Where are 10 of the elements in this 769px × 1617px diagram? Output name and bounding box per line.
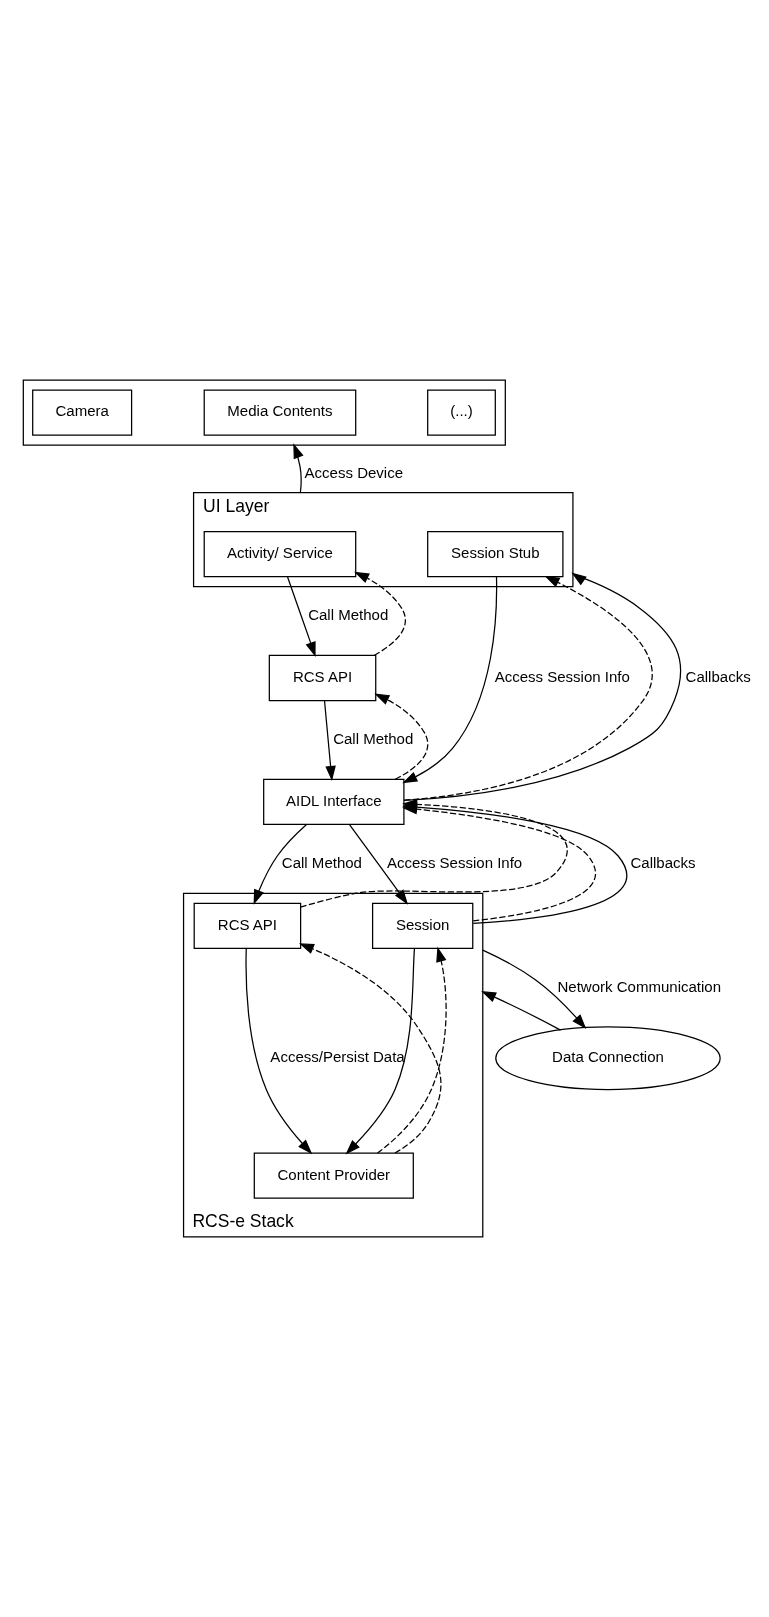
edge-label: Access Device [304, 464, 404, 482]
edge-label: Call Method [333, 729, 414, 747]
edge-label: Callbacks [685, 667, 751, 685]
edge-label: Call Method [281, 853, 362, 871]
edge-label: Access Session Info [494, 667, 630, 685]
edge-label: Network Communication [557, 977, 722, 995]
edge-label: Access/Persist Data [270, 1048, 405, 1066]
edge-label: Callbacks [630, 853, 696, 871]
edge-label: Access Session Info [387, 853, 523, 871]
edge-label: Call Method [308, 605, 389, 623]
